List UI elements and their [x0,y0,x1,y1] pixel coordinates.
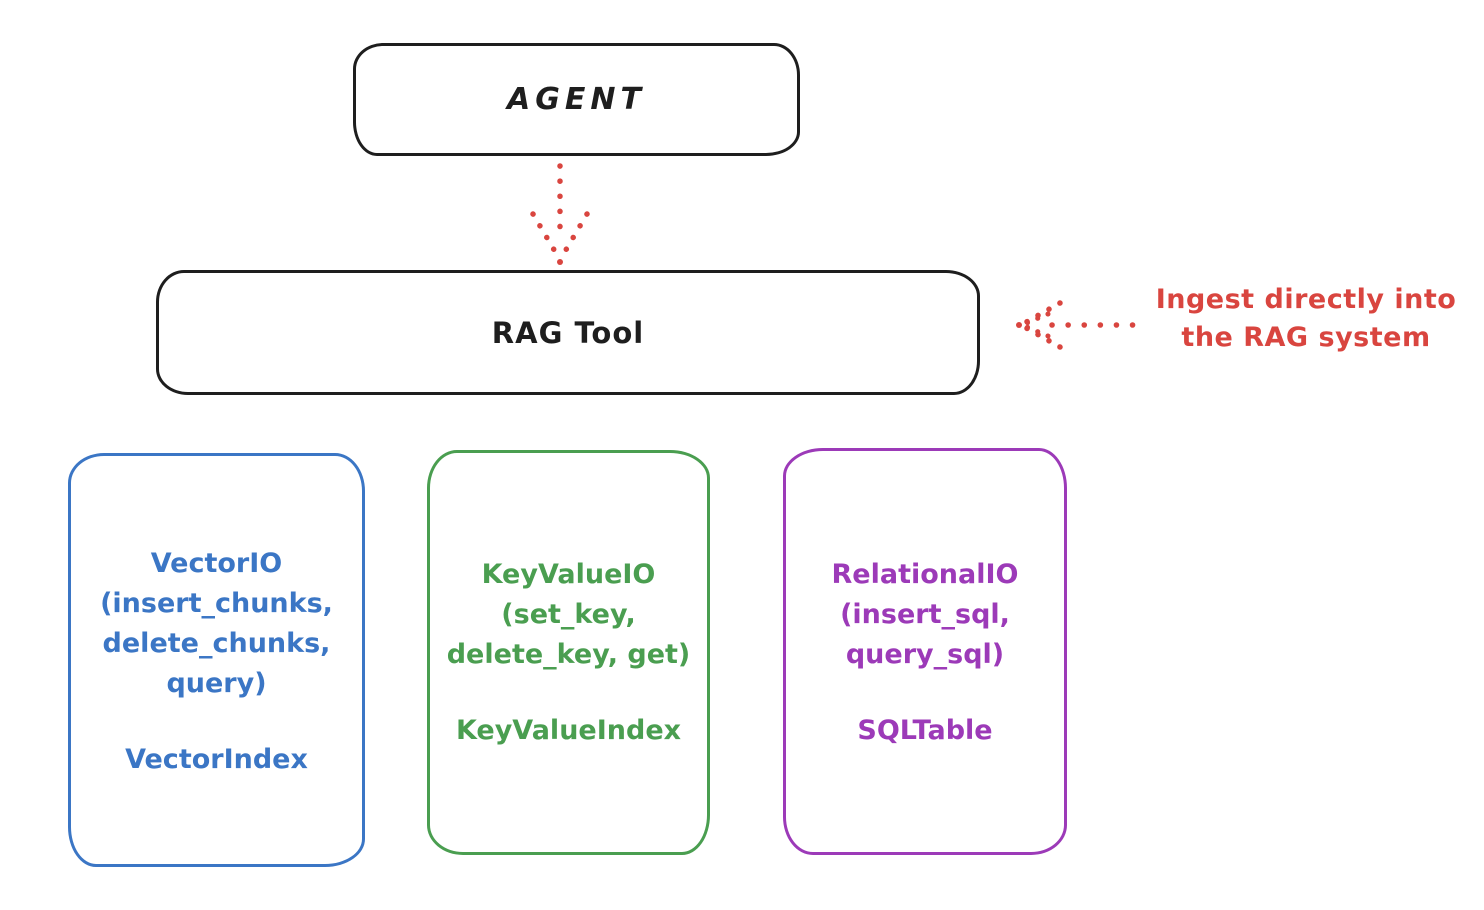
rag-tool-box: RAG Tool [156,270,980,395]
relational-io-line: query_sql) [845,639,1005,670]
relational-io-line: (insert_sql, [840,599,1010,630]
vector-io-line: delete_chunks, [102,628,331,659]
ingest-annotation-line2: the RAG system [1181,322,1431,353]
agent-label: AGENT [507,82,646,117]
keyvalue-io-description: KeyValueIO (set_key, delete_key, get) [430,555,707,675]
agent-to-ragtool-arrow-icon [530,163,590,265]
keyvalue-index-label: KeyValueIndex [455,715,682,746]
vector-io-line: VectorIO [150,548,283,579]
vector-io-line: query) [166,668,267,699]
keyvalue-io-line: delete_key, get) [446,639,691,670]
relational-io-description: RelationalIO (insert_sql, query_sql) [786,555,1064,675]
vector-io-line: (insert_chunks, [100,588,333,619]
ingest-annotation: Ingest directly into the RAG system [1135,281,1477,357]
keyvalue-io-box: KeyValueIO (set_key, delete_key, get) Ke… [427,450,710,855]
agent-box: AGENT [353,43,800,156]
vector-index-label: VectorIndex [125,744,308,775]
ingest-annotation-line1: Ingest directly into [1155,284,1457,315]
keyvalue-io-line: KeyValueIO [481,559,656,590]
rag-tool-label: RAG Tool [491,315,645,350]
vector-io-description: VectorIO (insert_chunks, delete_chunks, … [71,544,362,704]
keyvalue-io-line: (set_key, [501,599,636,630]
relational-io-line: RelationalIO [831,559,1019,590]
sql-table-label: SQLTable [857,715,993,746]
vector-io-box: VectorIO (insert_chunks, delete_chunks, … [68,453,365,867]
relational-io-box: RelationalIO (insert_sql, query_sql) SQL… [783,448,1067,855]
ingest-arrow-icon [1016,300,1145,350]
